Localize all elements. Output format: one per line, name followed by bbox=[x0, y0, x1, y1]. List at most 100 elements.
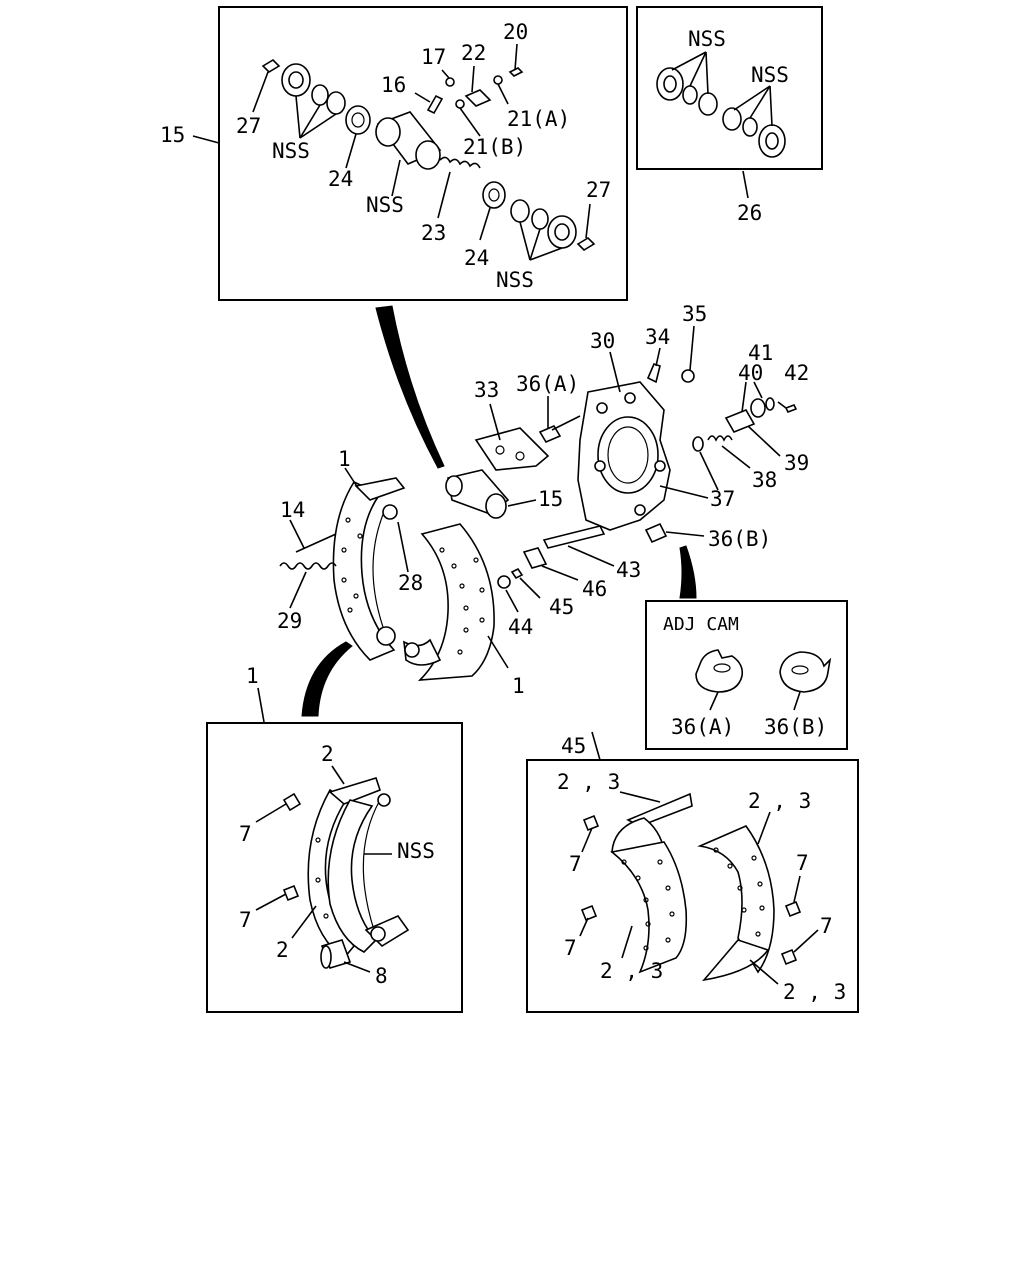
bleeder-cap-right bbox=[576, 236, 596, 252]
label-23: 23 bbox=[421, 221, 446, 245]
washer-45 bbox=[510, 567, 524, 580]
dust-shield bbox=[474, 427, 550, 471]
label-34: 34 bbox=[645, 325, 670, 349]
seal-right bbox=[531, 208, 549, 230]
rivet-icon bbox=[784, 900, 802, 918]
label-7: 7 bbox=[239, 908, 252, 932]
rivet-icon bbox=[582, 814, 600, 832]
label-44: 44 bbox=[508, 615, 533, 639]
label-nss: NSS bbox=[366, 193, 404, 217]
label-nss: NSS bbox=[688, 27, 726, 51]
label-36b: 36(B) bbox=[764, 715, 827, 739]
label-43: 43 bbox=[616, 558, 641, 582]
cam-a-icon bbox=[695, 649, 744, 693]
bleeder-screw bbox=[426, 94, 444, 115]
label-1: 1 bbox=[246, 664, 259, 688]
label-2: 2 bbox=[321, 742, 334, 766]
adjuster-sleeve bbox=[724, 408, 756, 434]
label-16: 16 bbox=[381, 73, 406, 97]
pointer-arrow bbox=[679, 545, 697, 599]
label-30: 30 bbox=[590, 329, 615, 353]
label-26: 26 bbox=[737, 201, 762, 225]
label-2-3: 2 , 3 bbox=[600, 959, 663, 983]
label-21a: 21(A) bbox=[507, 107, 570, 131]
bolt-44 bbox=[497, 575, 511, 589]
label-24: 24 bbox=[328, 167, 353, 191]
label-7: 7 bbox=[569, 852, 582, 876]
inset-shoe-assembly: 2 7 NSS 7 2 8 bbox=[206, 722, 463, 1013]
brake-shoe-left bbox=[332, 480, 396, 661]
label-nss: NSS bbox=[272, 139, 310, 163]
main-exploded-view: 1 14 28 29 33 36(A) 30 34 35 40 41 42 39… bbox=[246, 302, 809, 723]
label-40: 40 bbox=[738, 361, 763, 385]
label-22: 22 bbox=[461, 41, 486, 65]
label-adj-cam: ADJ CAM bbox=[663, 614, 739, 635]
label-1: 1 bbox=[512, 674, 525, 698]
label-nss: NSS bbox=[751, 63, 789, 87]
label-15: 15 bbox=[160, 123, 185, 147]
cup-left bbox=[326, 91, 346, 115]
bleeder-cap bbox=[445, 77, 455, 87]
label-36a: 36(A) bbox=[516, 372, 579, 396]
seal-left bbox=[311, 84, 329, 106]
inset-lining-set: 2 , 3 2 , 3 7 7 7 7 2 , 3 2 , 3 bbox=[526, 759, 859, 1013]
label-7: 7 bbox=[239, 822, 252, 846]
lock-plate bbox=[646, 363, 661, 384]
rivet-icon bbox=[282, 884, 300, 902]
label-2: 2 bbox=[276, 938, 289, 962]
label-46: 46 bbox=[582, 577, 607, 601]
label-1: 1 bbox=[338, 447, 351, 471]
label-27: 27 bbox=[586, 178, 611, 202]
clip-46 bbox=[522, 547, 548, 569]
label-15: 15 bbox=[538, 487, 563, 511]
anchor-pin bbox=[542, 525, 606, 549]
pointer-arrow bbox=[375, 305, 445, 469]
label-14: 14 bbox=[280, 498, 305, 522]
label-42: 42 bbox=[784, 361, 809, 385]
label-35: 35 bbox=[682, 302, 707, 326]
adjuster-cam-a bbox=[538, 424, 562, 444]
pointer-arrow bbox=[301, 641, 353, 717]
label-27: 27 bbox=[236, 114, 261, 138]
label-24: 24 bbox=[464, 246, 489, 270]
label-29: 29 bbox=[277, 609, 302, 633]
label-20: 20 bbox=[503, 20, 528, 44]
label-36a: 36(A) bbox=[671, 715, 734, 739]
cam-b-icon bbox=[779, 651, 832, 693]
label-41: 41 bbox=[748, 341, 773, 365]
label-39: 39 bbox=[784, 451, 809, 475]
inset-adj-cam: ADJ CAM 36(A) 36(B) bbox=[645, 600, 848, 750]
fitting bbox=[464, 89, 492, 107]
label-2-3: 2 , 3 bbox=[748, 789, 811, 813]
label-nss: NSS bbox=[496, 268, 534, 292]
label-37: 37 bbox=[710, 487, 735, 511]
label-38: 38 bbox=[752, 468, 777, 492]
inset-wheel-cylinder: 27 NSS 24 NSS 16 17 22 20 21(A) 21(B) 23… bbox=[218, 6, 628, 301]
label-36b: 36(B) bbox=[708, 527, 771, 551]
adjuster-cam-b bbox=[644, 522, 668, 544]
brake-shoe-right bbox=[417, 523, 495, 681]
label-2-3: 2 , 3 bbox=[783, 980, 846, 1004]
label-21b: 21(B) bbox=[463, 135, 526, 159]
label-17: 17 bbox=[421, 45, 446, 69]
inset-seal-kit: NSS NSS bbox=[636, 6, 823, 170]
label-7: 7 bbox=[820, 914, 833, 938]
label-7: 7 bbox=[796, 851, 809, 875]
label-33: 33 bbox=[474, 378, 499, 402]
spring bbox=[439, 156, 481, 169]
pin-14 bbox=[295, 533, 337, 553]
return-spring-29 bbox=[279, 562, 337, 570]
bleeder-cap-left bbox=[261, 58, 281, 74]
piston-left bbox=[345, 105, 371, 135]
label-7: 7 bbox=[564, 936, 577, 960]
bolt-20 bbox=[508, 67, 524, 77]
label-28: 28 bbox=[398, 571, 423, 595]
cup-right bbox=[510, 199, 530, 223]
label-8: 8 bbox=[375, 964, 388, 988]
label-4-5: 45 bbox=[561, 734, 586, 758]
label-2-3: 2 , 3 bbox=[557, 770, 620, 794]
nut-35 bbox=[681, 369, 695, 383]
label-nss: NSS bbox=[397, 839, 435, 863]
rivet-icon bbox=[580, 904, 598, 922]
